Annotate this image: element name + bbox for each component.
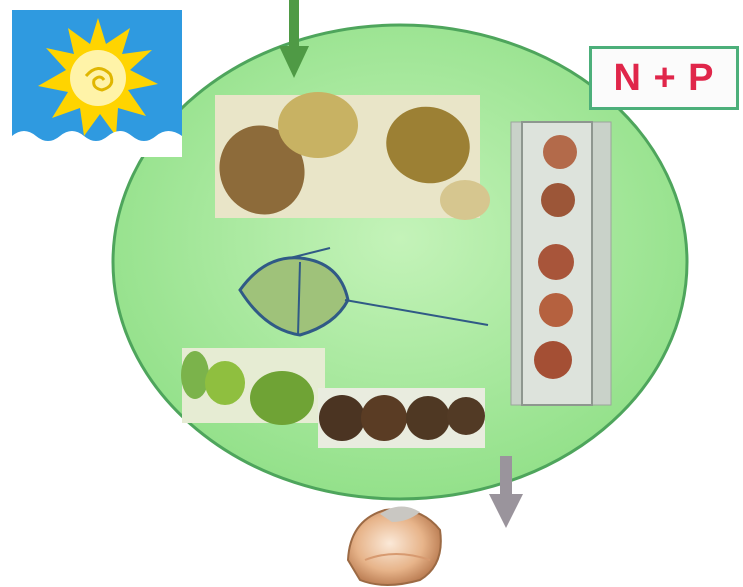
diatom-micrograph (205, 92, 490, 229)
nutrient-label: N + P (613, 57, 714, 100)
sun-icon (12, 10, 182, 157)
green-algae-chain-micrograph (181, 348, 325, 425)
nutrient-box: N + P (589, 46, 739, 110)
sun-water-icon (12, 10, 182, 157)
clam-shell-icon (348, 506, 441, 585)
filament-alga-micrograph (511, 122, 611, 405)
cyanobacteria-chain-micrograph (318, 388, 485, 448)
